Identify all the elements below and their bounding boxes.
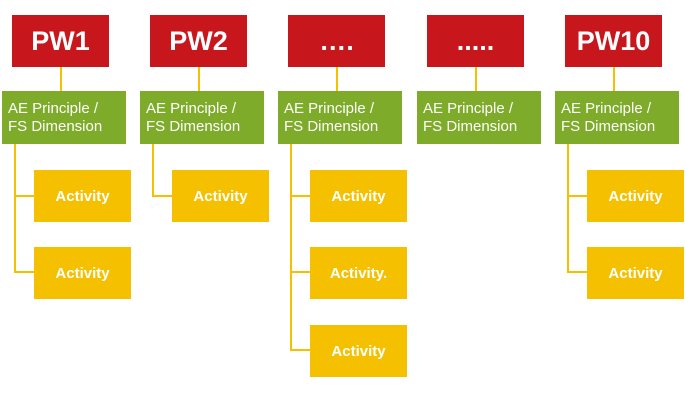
connector-stem xyxy=(613,67,615,91)
connector-horizontal xyxy=(14,195,34,197)
ae-label-line2: FS Dimension xyxy=(284,117,379,135)
connector-stem xyxy=(336,67,338,91)
connector-stem xyxy=(475,67,477,91)
ae-label-line1: AE Principle / xyxy=(423,99,514,117)
ae-principle-box: AE Principle / FS Dimension xyxy=(278,91,402,144)
connector-stem xyxy=(60,67,62,91)
connector-horizontal xyxy=(290,195,310,197)
connector-vertical xyxy=(14,144,16,272)
ae-label-line2: FS Dimension xyxy=(423,117,518,135)
pw-box: PW10 xyxy=(565,15,662,67)
ae-principle-box: AE Principle / FS Dimension xyxy=(555,91,679,144)
activity-box: Activity xyxy=(310,325,407,377)
pw-box: PW2 xyxy=(150,15,247,67)
ae-label-line2: FS Dimension xyxy=(8,117,103,135)
activity-box: Activity xyxy=(34,170,131,222)
connector-vertical xyxy=(152,144,154,196)
column-pw10: PW10 AE Principle / FS Dimension Activit… xyxy=(555,0,685,403)
connector-horizontal xyxy=(14,271,34,273)
connector-horizontal xyxy=(152,195,172,197)
column-pw2: PW2 AE Principle / FS Dimension Activity xyxy=(140,0,270,403)
connector-horizontal xyxy=(290,349,310,351)
activity-box: Activity xyxy=(587,247,684,299)
connector-horizontal xyxy=(567,271,587,273)
pw-box: …. xyxy=(288,15,385,67)
ae-label-line1: AE Principle / xyxy=(146,99,237,117)
column-pw1: PW1 AE Principle / FS Dimension Activity… xyxy=(2,0,132,403)
ae-label-line1: AE Principle / xyxy=(561,99,652,117)
ae-principle-box: AE Principle / FS Dimension xyxy=(2,91,126,144)
activity-box: Activity xyxy=(310,170,407,222)
connector-horizontal xyxy=(567,195,587,197)
connector-horizontal xyxy=(290,271,310,273)
pw-box: PW1 xyxy=(12,15,109,67)
connector-stem xyxy=(198,67,200,91)
ae-label-line1: AE Principle / xyxy=(8,99,99,117)
pw-box: ..... xyxy=(427,15,524,67)
activity-box: Activity xyxy=(34,247,131,299)
ae-label-line1: AE Principle / xyxy=(284,99,375,117)
connector-vertical xyxy=(567,144,569,272)
ae-principle-box: AE Principle / FS Dimension xyxy=(417,91,541,144)
activity-box: Activity. xyxy=(310,247,407,299)
connector-vertical xyxy=(290,144,292,350)
activity-box: Activity xyxy=(172,170,269,222)
column-pw-ellipsis-2: ..... AE Principle / FS Dimension xyxy=(417,0,547,403)
column-pw-ellipsis-1: …. AE Principle / FS Dimension Activity … xyxy=(278,0,408,403)
ae-label-line2: FS Dimension xyxy=(561,117,656,135)
ae-principle-box: AE Principle / FS Dimension xyxy=(140,91,264,144)
ae-label-line2: FS Dimension xyxy=(146,117,241,135)
activity-box: Activity xyxy=(587,170,684,222)
